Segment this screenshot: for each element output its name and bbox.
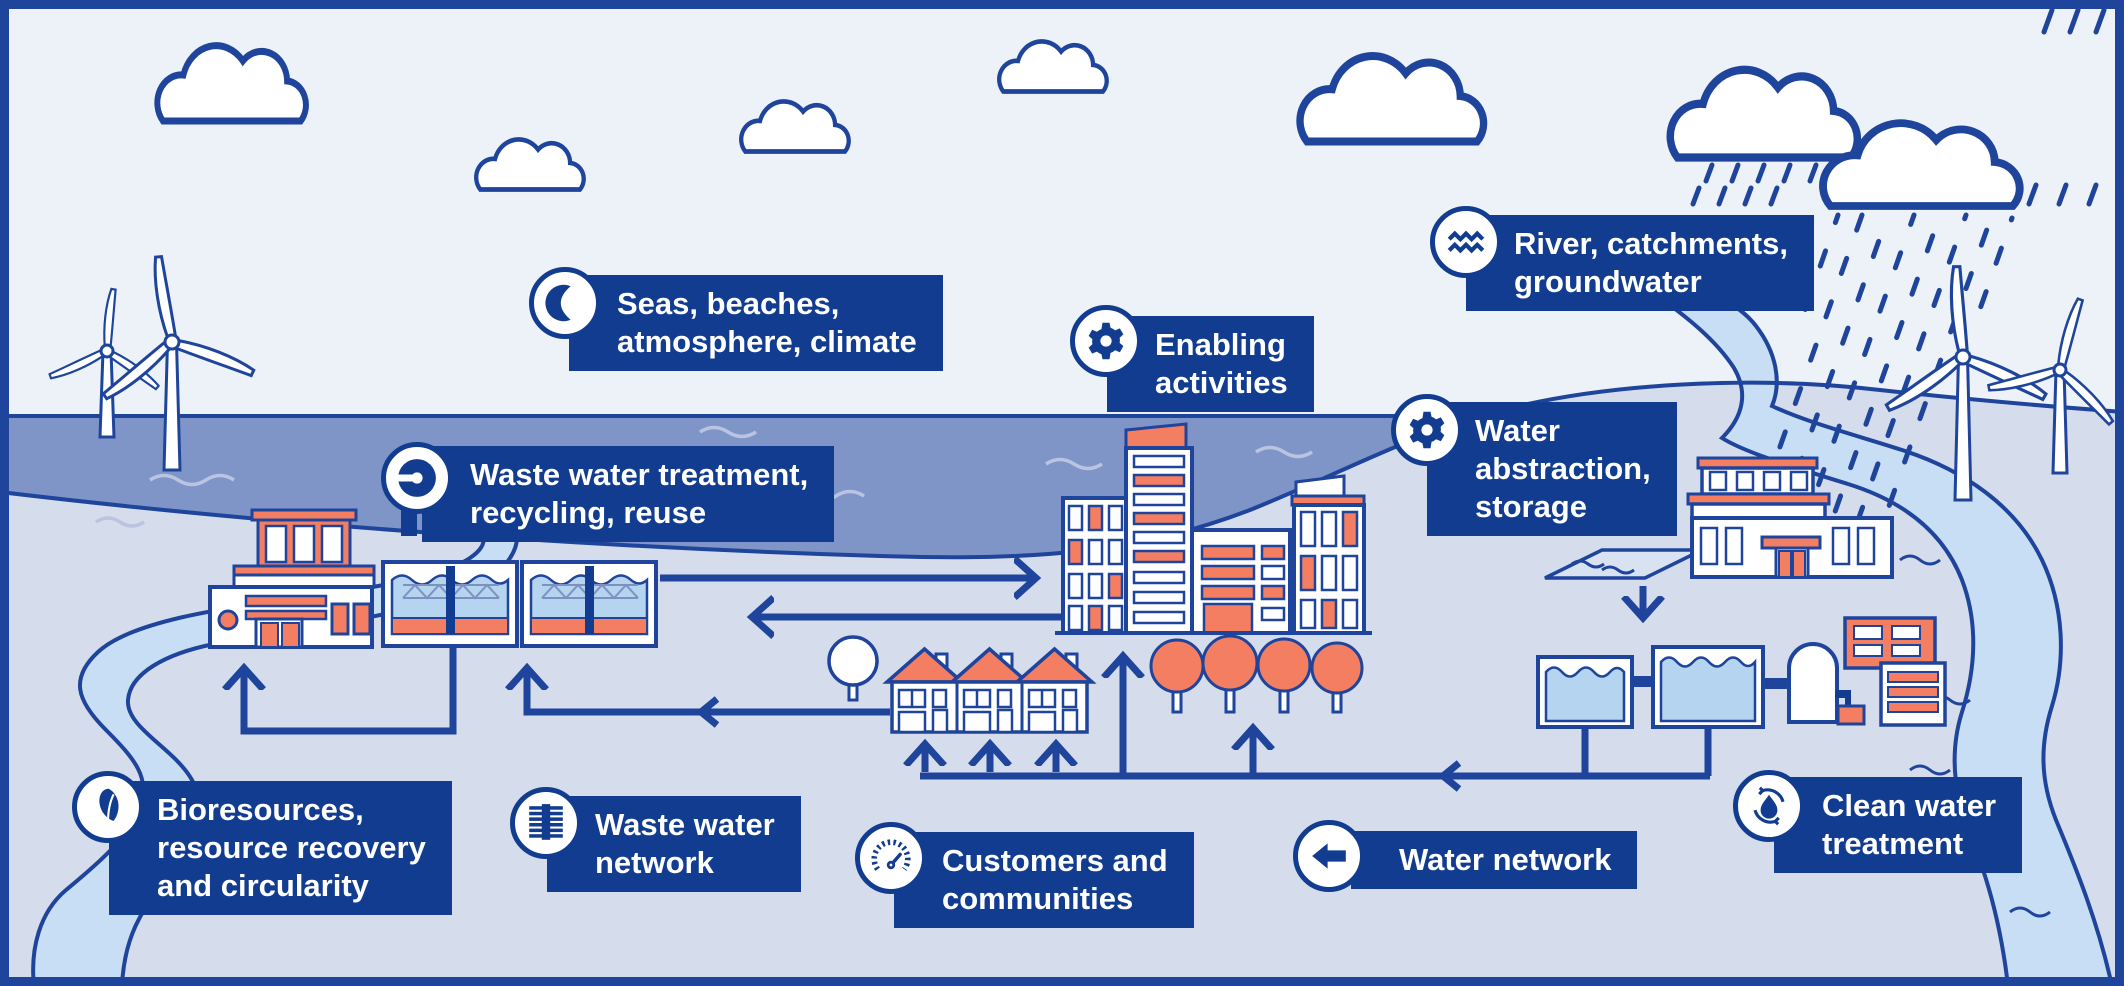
leaf-icon [72, 771, 144, 843]
label-text: Water [1475, 413, 1560, 448]
clean-water-tanks [1536, 645, 1791, 729]
bioresources-factory [208, 508, 376, 649]
label-enabling-activities: Enabling activities [1070, 305, 1314, 412]
clean-water-works [1787, 616, 1947, 727]
label-text: resource recovery [157, 830, 426, 865]
offshore-wind-turbines [46, 254, 257, 472]
label-text: Bioresources, [157, 792, 364, 827]
label-text: Waste water treatment, [470, 457, 809, 492]
terraced-houses [882, 646, 1097, 734]
label-text: Water network [1399, 842, 1612, 877]
gear-icon [1391, 394, 1463, 466]
gear-icon [1070, 305, 1142, 377]
label-water-network: Water network [1293, 820, 1638, 892]
waste-water-tanks [381, 560, 658, 648]
water-abstraction-building [1686, 456, 1894, 579]
pipe-icon [381, 442, 453, 514]
label-text: Seas, beaches, [617, 286, 840, 321]
label-text: treatment [1822, 826, 1964, 861]
waves-icon [1430, 206, 1502, 278]
label-text: activities [1155, 365, 1288, 400]
label-text: abstraction, [1475, 451, 1651, 486]
onshore-wind-turbines [1881, 265, 2115, 502]
arrow-left-icon [1293, 820, 1365, 892]
label-river-catchments: River, catchments, groundwater [1430, 206, 1814, 311]
gauge-icon [855, 822, 927, 894]
label-text: Clean water [1822, 788, 1997, 823]
trees [1149, 634, 1364, 714]
city-buildings [1055, 422, 1372, 635]
label-text: Waste water [595, 807, 775, 842]
label-bioresources: Bioresources, resource recovery and circ… [72, 771, 452, 915]
label-text: Customers and [942, 843, 1168, 878]
label-text: and circularity [157, 868, 369, 903]
label-water-abstraction: Water abstraction, storage [1391, 394, 1677, 536]
label-text: storage [1475, 489, 1587, 524]
label-waste-water-treatment: Waste water treatment, recycling, reuse [381, 442, 835, 542]
drain-icon [510, 787, 582, 859]
wave-icon [529, 267, 601, 339]
label-text: communities [942, 881, 1134, 916]
label-clean-water-treatment: Clean water treatment [1733, 770, 2023, 873]
label-text: atmosphere, climate [617, 324, 917, 359]
label-text: Enabling [1155, 327, 1286, 362]
tree [827, 635, 879, 702]
label-text: groundwater [1514, 264, 1702, 299]
label-waste-water-network: Waste water network [510, 787, 801, 892]
label-text: network [595, 845, 714, 880]
drop-recycle-icon [1733, 770, 1805, 842]
label-seas-beaches: Seas, beaches, atmosphere, climate [529, 267, 943, 371]
label-text: River, catchments, [1514, 226, 1788, 261]
label-text: recycling, reuse [470, 495, 707, 530]
label-customers-communities: Customers and communities [855, 822, 1194, 928]
